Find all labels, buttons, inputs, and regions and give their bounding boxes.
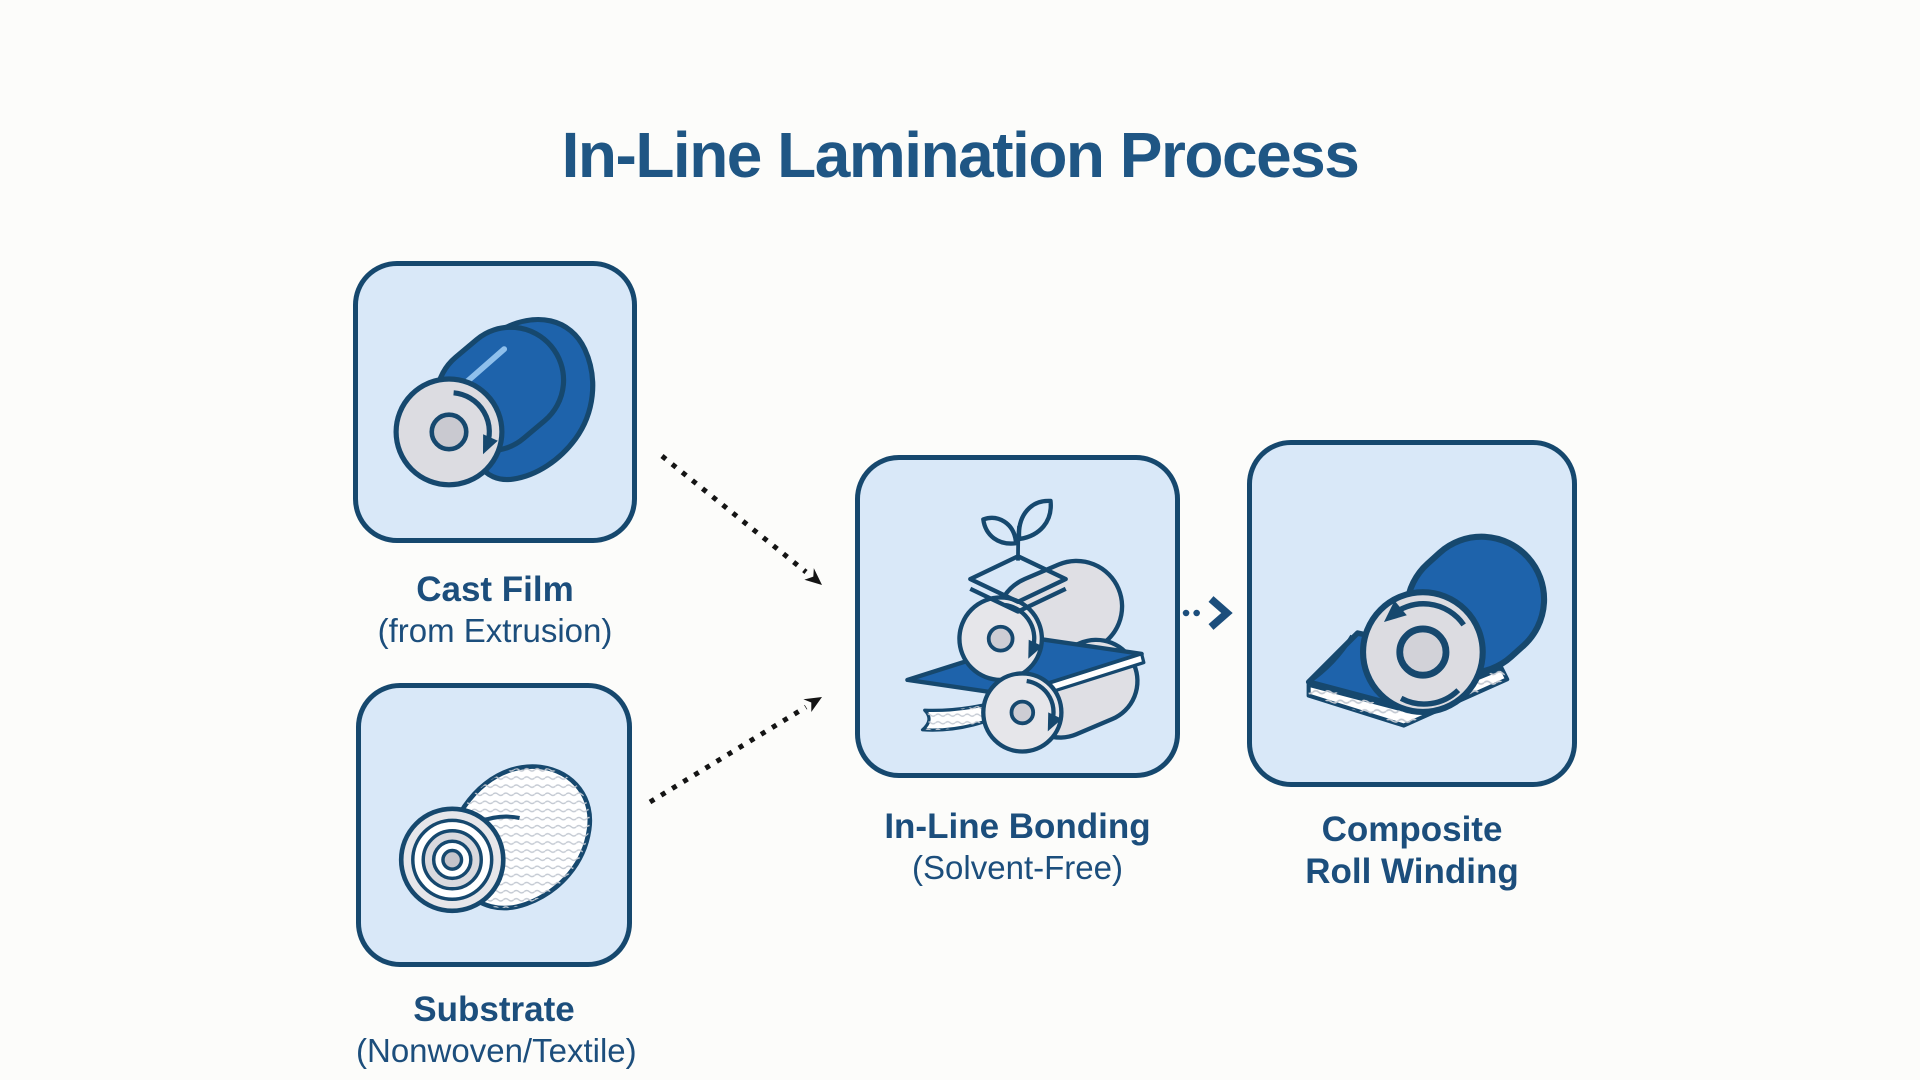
node-subtitle: (from Extrusion) [377, 612, 613, 649]
page-title: In-Line Lamination Process [561, 119, 1360, 191]
node-subtitle: Roll Winding [1305, 852, 1519, 891]
eco-leaf-icon [967, 498, 1068, 614]
arrow-bonding-to-winding [1182, 596, 1233, 630]
fabric-roll-icon [398, 764, 593, 914]
node-subtitle: (Solvent-Free) [912, 849, 1123, 886]
node-title: Substrate [413, 990, 575, 1029]
node-title: In-Line Bonding [884, 807, 1151, 846]
composite-roll-winding-box [1247, 440, 1577, 787]
node-title: Composite [1321, 810, 1503, 849]
node-in-line-bonding: In-Line Bonding (Solvent-Free) [855, 455, 1180, 888]
node-composite-roll-winding: Composite Roll Winding [1247, 440, 1577, 893]
in-line-bonding-box [855, 455, 1180, 778]
bonding-rollers-icon [904, 498, 1145, 754]
composite-roll-icon [1305, 533, 1548, 728]
node-subtitle: (Nonwoven/Textile) [356, 1032, 637, 1069]
node-title: Cast Film [416, 570, 574, 609]
cast-film-box [353, 261, 637, 543]
node-substrate: Substrate (Nonwoven/Textile) [356, 683, 637, 1071]
node-cast-film: Cast Film (from Extrusion) [353, 261, 637, 651]
substrate-box [356, 683, 632, 967]
arrow-substrate-to-bonding [648, 697, 822, 805]
film-roll-icon [393, 316, 596, 488]
arrow-cast-film-to-bonding [660, 454, 822, 585]
